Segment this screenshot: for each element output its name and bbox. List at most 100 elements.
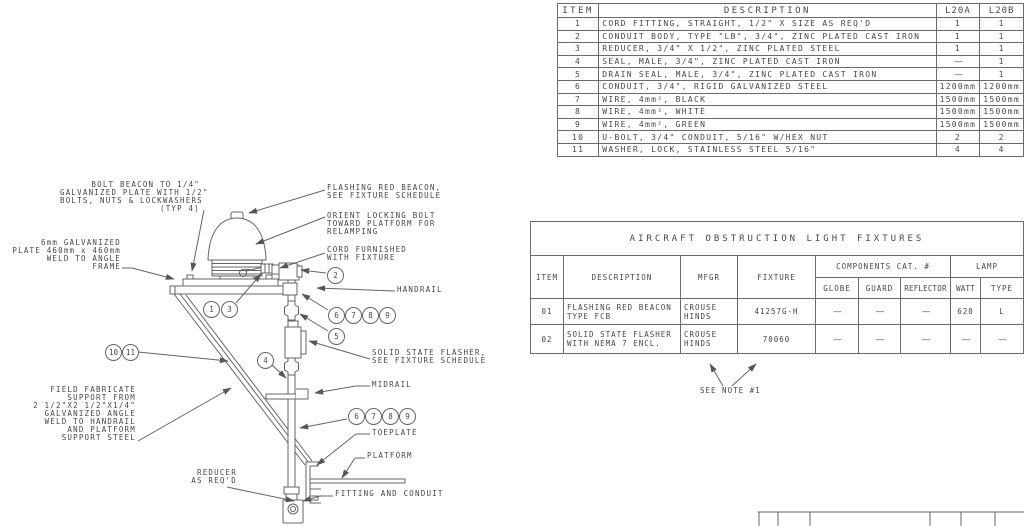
cell-description: CONDUIT, 3/4", RIGID GALVANIZED STEEL — [598, 79, 937, 94]
label-platform: PLATFORM — [367, 451, 413, 460]
cell-item: 8 — [556, 105, 600, 119]
cell-l20a: 4 — [935, 142, 981, 157]
cell-item: 6 — [556, 79, 600, 94]
cell-description: SEAL, MALE, 3/4", ZINC PLATED CAST IRON — [598, 54, 937, 69]
cell-globe: —— — [815, 324, 859, 354]
cell-l20a: 1200mm — [935, 79, 981, 94]
cell-l20b: 1 — [979, 42, 1024, 56]
cell-mfgr: CROUSE HINDS — [680, 324, 738, 354]
parts-table-header: ITEM DESCRIPTION L20A L20B — [556, 3, 1024, 18]
balloon-1: 1 — [203, 301, 220, 318]
cell-l20a: 1500mm — [935, 117, 981, 132]
col-mfgr: MFGR — [680, 255, 738, 299]
col-components: COMPONENTS CAT. # — [815, 255, 951, 278]
bottom-conduit-body — [282, 499, 304, 524]
label-cord: CORD FURNISHED WITH FIXTURE — [327, 245, 408, 262]
col-item: ITEM — [556, 3, 600, 18]
table-row: 02 SOLID STATE FLASHER WITH NEMA 7 ENCL.… — [530, 324, 1024, 354]
cell-l20b: 1 — [979, 67, 1024, 81]
cell-globe: —— — [815, 298, 859, 325]
cell-description: FLASHING RED BEACON TYPE FCB — [563, 298, 681, 325]
cell-item: 5 — [556, 67, 600, 81]
cell-l20a: 2 — [935, 130, 981, 144]
cell-type: L — [980, 298, 1024, 325]
cell-l20b: 2 — [979, 130, 1024, 144]
balloon-7a: 7 — [345, 307, 362, 324]
cell-l20b: 1 — [979, 54, 1024, 69]
balloon-2: 2 — [327, 267, 344, 284]
label-midrail: MIDRAIL — [372, 380, 413, 389]
balloon-6b: 6 — [348, 408, 365, 425]
cell-description: U-BOLT, 3/4" CONDUIT, 5/16" W/HEX NUT — [598, 130, 937, 144]
see-note-arrows — [709, 363, 757, 387]
label-galvanized-plate: 6mm GALVANIZED PLATE 460mm x 460mm WELD … — [12, 238, 121, 271]
cell-reflector: —— — [900, 324, 951, 354]
label-reducer: REDUCER AS REQ'D — [191, 468, 237, 485]
col-fixture: FIXTURE — [737, 255, 816, 299]
cell-l20b: 4 — [979, 142, 1024, 157]
balloon-7b: 7 — [365, 408, 382, 425]
cell-l20a: 1 — [935, 29, 981, 44]
cell-l20b: 1 — [979, 17, 1024, 31]
cell-reflector: —— — [900, 298, 951, 325]
cell-item: 7 — [556, 92, 600, 107]
fixture-table-subheader: GLOBE GUARD REFLECTOR WATT TYPE — [531, 277, 1024, 299]
cell-mfgr: CROUSE HINDS — [680, 298, 738, 325]
cell-item: 3 — [556, 42, 600, 56]
cell-fixture: 70060 — [737, 324, 816, 354]
toeplate-section — [305, 461, 319, 501]
label-bolt-beacon: BOLT BEACON TO 1/4" GALVANIZED PLATE WIT… — [60, 180, 209, 213]
fixture-table-header: ITEM DESCRIPTION MFGR FIXTURE COMPONENTS… — [530, 255, 1024, 299]
balloon-3: 3 — [221, 301, 238, 318]
cell-description: DRAIN SEAL, MALE, 3/4", ZINC PLATED CAST… — [598, 67, 937, 81]
cell-l20a: 1500mm — [935, 105, 981, 119]
cell-fixture: 41257G-H — [737, 298, 816, 325]
balloon-5: 5 — [328, 328, 345, 345]
midrail-section — [265, 388, 309, 400]
balloon-11: 11 — [122, 344, 139, 361]
cell-l20b: 1 — [979, 29, 1024, 44]
see-note-text: SEE NOTE #1 — [700, 386, 761, 395]
cell-description: WIRE, 4mm², GREEN — [598, 117, 937, 132]
col-guard: GUARD — [858, 277, 901, 299]
balloon-6a: 6 — [328, 307, 345, 324]
col-watt: WATT — [950, 277, 981, 299]
balloon-8a: 8 — [362, 307, 379, 324]
cell-l20b: 1500mm — [979, 105, 1024, 119]
col-l20b: L20B — [979, 3, 1024, 18]
cell-description: SOLID STATE FLASHER WITH NEMA 7 ENCL. — [563, 324, 681, 354]
cell-item: 1 — [556, 17, 600, 31]
col-globe: GLOBE — [815, 277, 859, 299]
cell-guard: —— — [858, 324, 901, 354]
col-l20a: L20A — [935, 3, 981, 18]
label-flashing-beacon: FLASHING RED BEACON, SEE FIXTURE SCHEDUL… — [327, 183, 442, 200]
cell-item: 4 — [556, 54, 600, 69]
flasher-box — [284, 320, 307, 359]
leader-lines — [122, 189, 396, 503]
cell-description: WASHER, LOCK, STAINLESS STEEL 5/16" — [598, 142, 937, 157]
col-item: ITEM — [530, 255, 564, 299]
fixture-table: AIRCRAFT OBSTRUCTION LIGHT FIXTURES ITEM… — [530, 221, 1024, 354]
cell-item: 02 — [530, 324, 564, 354]
cell-item: 9 — [556, 117, 600, 132]
beacon — [207, 211, 267, 280]
label-orient-bolt: ORIENT LOCKING BOLT TOWARD PLATFORM FOR … — [327, 211, 436, 236]
cell-watt: —— — [950, 324, 981, 354]
title-block-fragment — [758, 511, 1024, 526]
label-field-fabricate: FIELD FABRICATE SUPPORT FROM 2 1/2"X2 1/… — [33, 385, 136, 442]
balloon-9b: 9 — [399, 408, 416, 425]
cell-watt: 620 — [950, 298, 981, 325]
reducer-coupling — [283, 486, 300, 501]
balloon-9a: 9 — [379, 307, 396, 324]
